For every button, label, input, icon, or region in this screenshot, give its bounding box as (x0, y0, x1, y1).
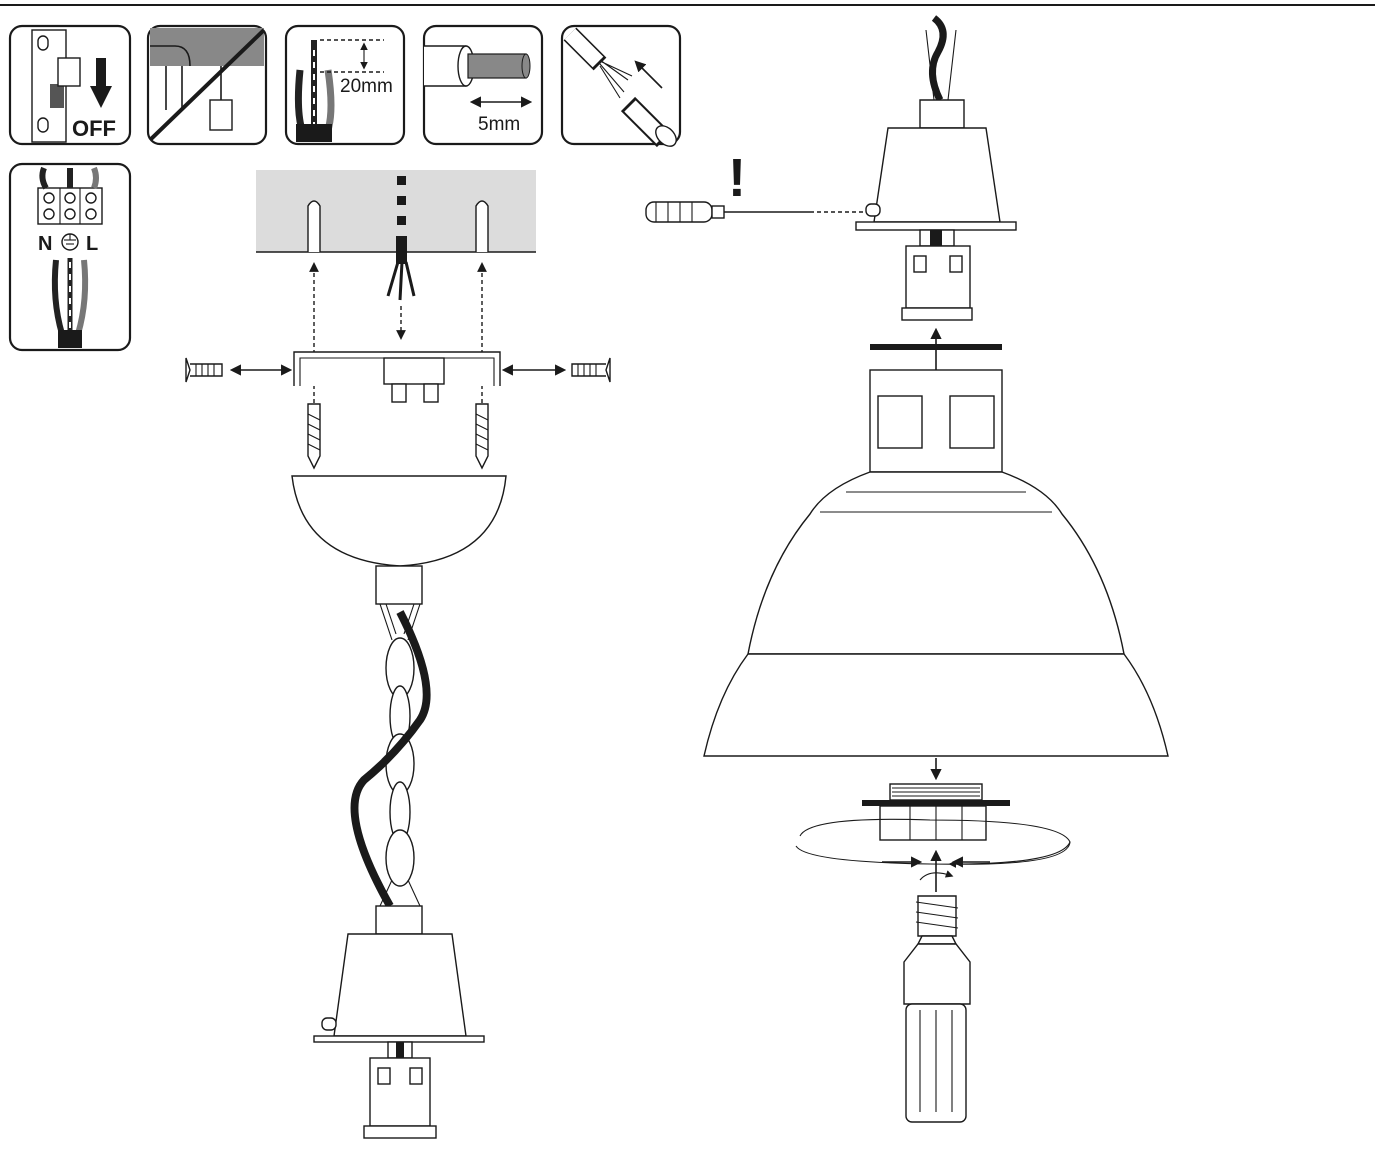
bare-length-label: 5mm (478, 114, 520, 135)
strip-length-label: 20mm (340, 76, 393, 97)
lamp-holder-icon (209, 99, 233, 131)
live-label: L (86, 233, 98, 255)
lamp-shade (703, 327, 1169, 757)
mounting-bracket (293, 351, 501, 403)
lamp-holder-top-right (855, 15, 1017, 321)
breaker-icon (31, 29, 81, 143)
wall-plug-screws (307, 403, 489, 470)
neutral-label: N (38, 233, 52, 255)
panel-terminal-block: N L (8, 162, 132, 352)
lamp-holder-cup-left (313, 905, 485, 1139)
side-screws (185, 357, 611, 383)
top-rule (0, 4, 1375, 6)
panel-strip-20mm: 20mm (284, 24, 406, 146)
chain-and-cable (350, 603, 431, 908)
bulb-icon (903, 895, 971, 1123)
terminal-screws (43, 192, 97, 220)
panel-ferrule (560, 24, 682, 148)
panel-bare-5mm: 5mm (422, 24, 544, 146)
screwdriver-icon (645, 201, 866, 223)
prohibition-slash (148, 28, 266, 142)
shade-ring-and-bulb (795, 758, 1071, 1123)
panel-no-live-wiring (146, 24, 268, 146)
warning-mark: ! (728, 148, 746, 208)
ceiling-canopy (291, 475, 507, 605)
panel-switch-off: OFF (8, 24, 132, 146)
arrow-down-icon (90, 58, 112, 108)
mains-cable (386, 176, 416, 340)
off-label: OFF (72, 116, 116, 141)
earth-icon (61, 233, 79, 251)
